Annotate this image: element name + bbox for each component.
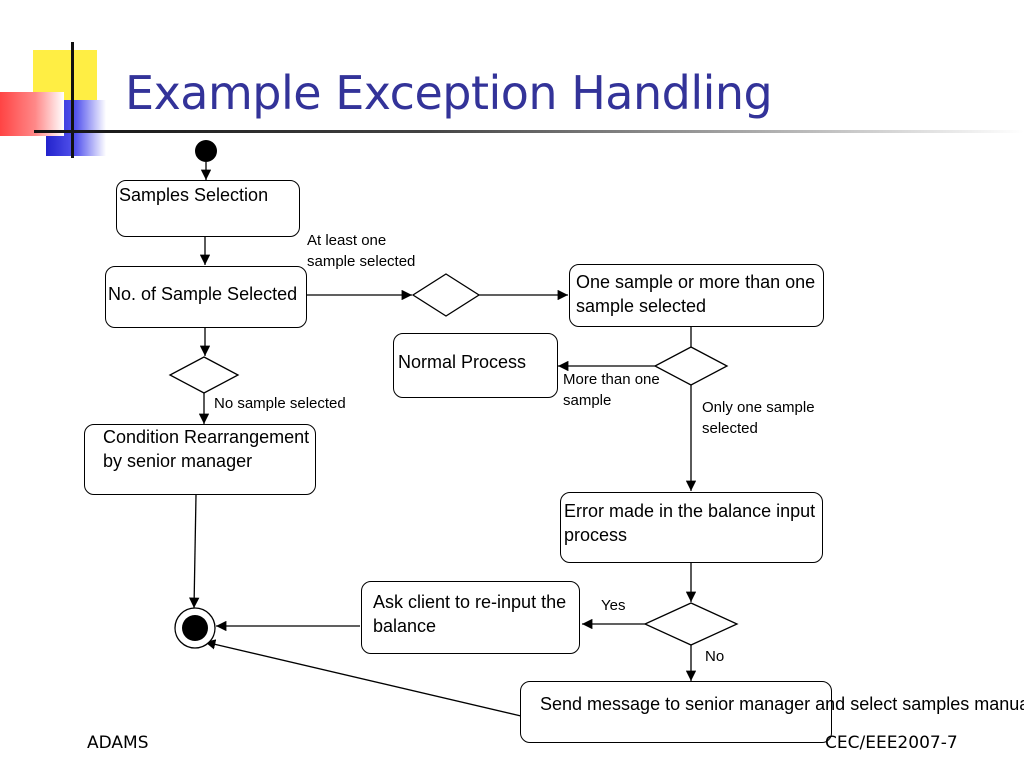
decor-red-square: [0, 92, 64, 136]
connector-condition-to-end: [188, 494, 200, 609]
node-samples-selection: Samples Selection: [116, 180, 300, 237]
end-node-inner: [182, 615, 208, 641]
decision-diamond-selected: [411, 273, 481, 317]
decision-diamond-sample-count: [168, 356, 240, 394]
node-condition-rearrangement: Condition Rearrangement by senior manage…: [84, 424, 316, 495]
node-one-or-more-selected: One sample or more than one sample selec…: [569, 264, 824, 327]
slide-title: Example Exception Handling: [125, 66, 773, 120]
label-at-least-one: At least one sample selected: [307, 232, 416, 270]
start-node: [195, 140, 217, 162]
node-error-balance-input: Error made in the balance input process: [560, 492, 823, 563]
decision-diamond-balance: [643, 602, 739, 646]
title-underline: [34, 130, 1024, 133]
label-yes: Yes: [601, 597, 626, 614]
label-more-than-one: More than one sample: [563, 371, 660, 409]
footer-right: CEC/EEE2007-7: [825, 733, 958, 753]
label-only-one: Only one sample selected: [702, 399, 815, 437]
node-no-of-sample-selected: No. of Sample Selected: [105, 266, 307, 328]
footer-left: ADAMS: [87, 733, 149, 753]
label-no-sample-selected: No sample selected: [214, 395, 346, 412]
node-ask-client-reinput: Ask client to re-input the balance: [361, 581, 580, 654]
node-send-message-senior: Send message to senior manager and selec…: [520, 681, 1024, 743]
decor-vertical-rule: [71, 42, 74, 158]
label-no: No: [705, 648, 725, 665]
node-normal-process: Normal Process: [393, 333, 558, 398]
connector-send-message-to-end: [204, 639, 522, 717]
